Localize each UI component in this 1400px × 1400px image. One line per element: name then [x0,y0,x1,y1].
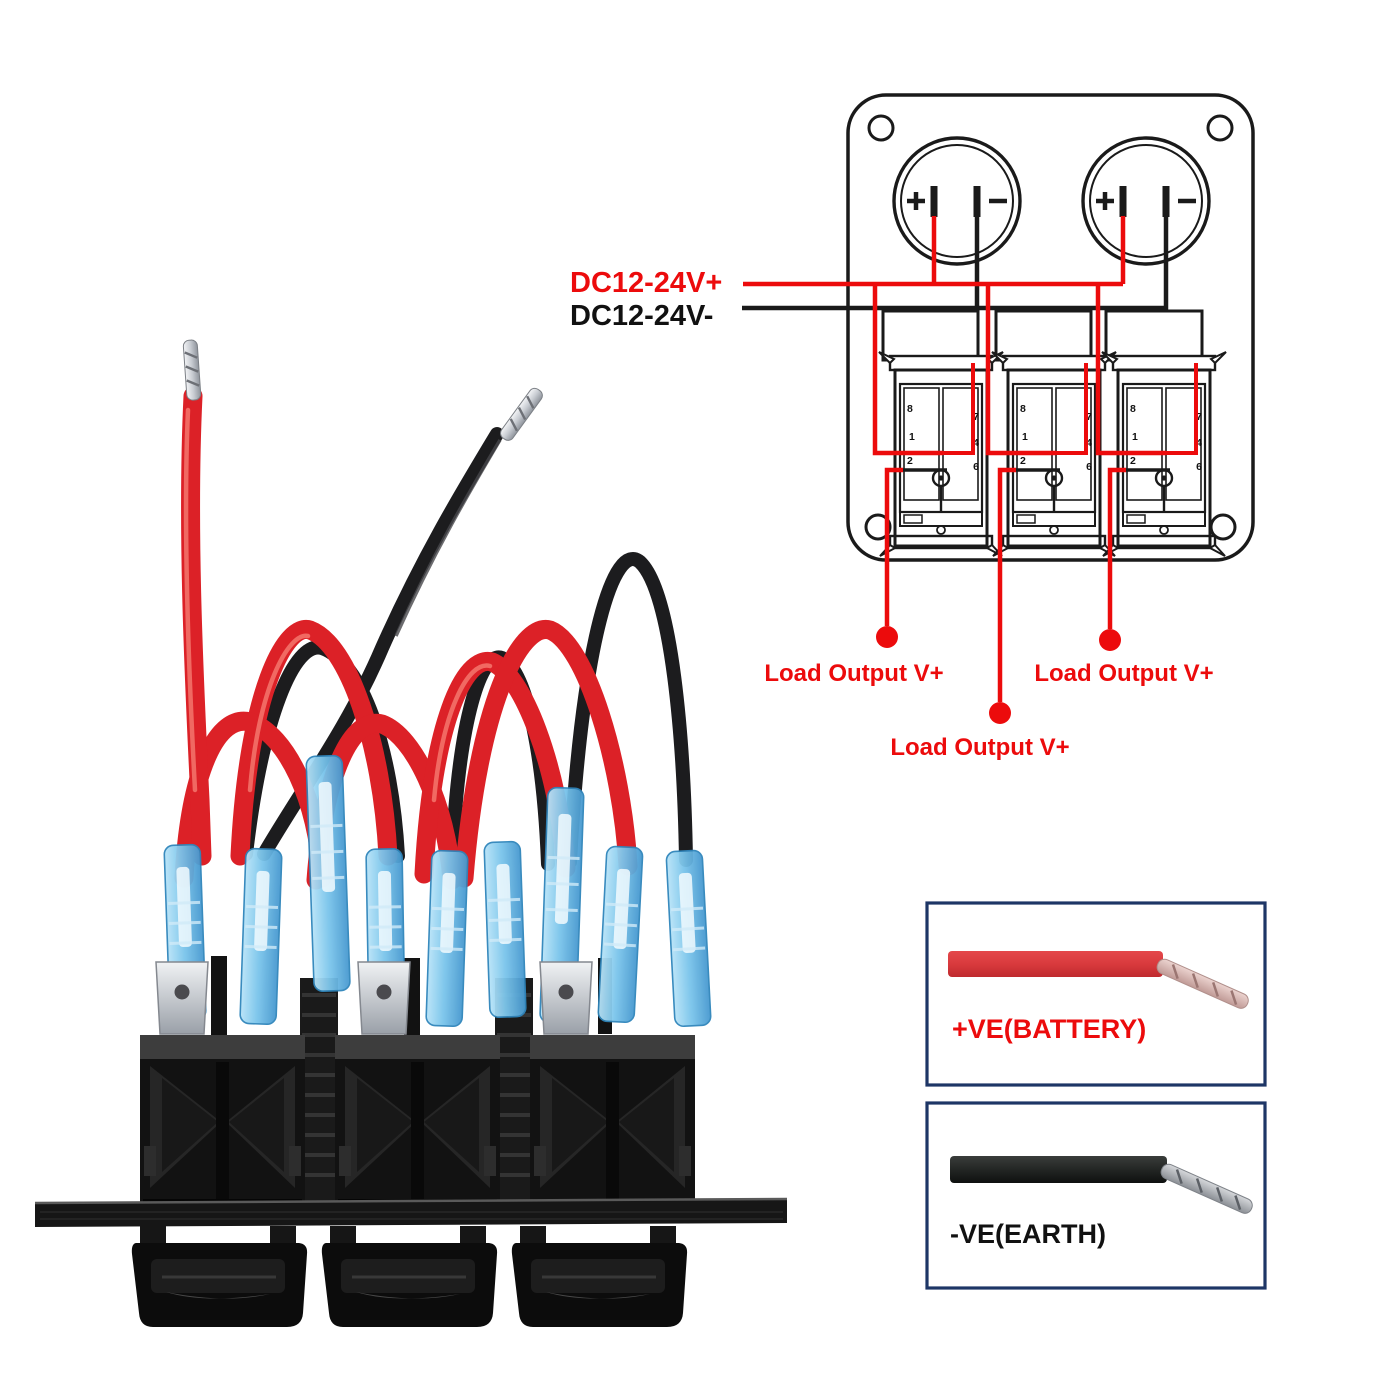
positive-wires [743,216,1166,702]
battery-label: +VE(BATTERY) [952,1014,1146,1044]
mounting-plate [34,1197,788,1227]
usb-socket-right [1083,138,1209,264]
earth-wire [950,1156,1167,1183]
load-output-dot-1 [876,626,898,648]
load-output-label-left: Load Output V+ [764,660,943,687]
legend-battery-box: +VE(BATTERY) [925,901,1267,1087]
usb-socket-left [894,138,1020,264]
dc-negative-label: DC12-24V- [570,300,713,332]
legend-earth-box: -VE(EARTH) [925,1101,1267,1290]
load-output-dot-2 [989,702,1011,724]
earth-label: -VE(EARTH) [950,1219,1106,1249]
dc-positive-label: DC12-24V+ [570,267,722,299]
load-output-label-right: Load Output V+ [1034,660,1213,687]
battery-wire [948,951,1163,977]
wiring-diagram: DC12-24V+ DC12-24V- Load Output V+ Load … [570,93,1255,761]
legend: +VE(BATTERY) -VE(EARTH) [925,901,1267,1290]
negative-wires [742,216,1169,311]
load-output-dot-3 [1099,629,1121,651]
product-photo [34,338,788,1329]
load-output-label-middle: Load Output V+ [890,734,1069,761]
